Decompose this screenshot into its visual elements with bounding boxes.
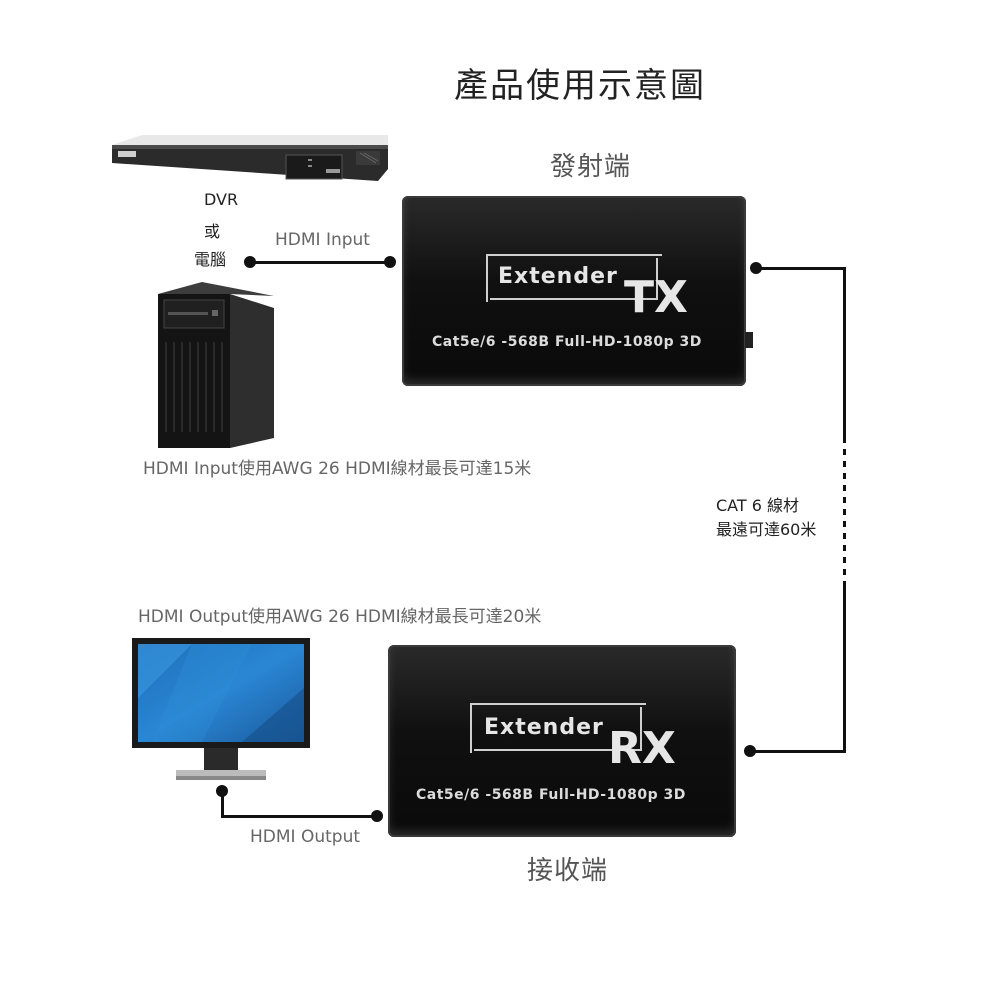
tx-side-label: 發射端	[550, 152, 632, 182]
cat-cable-upper	[843, 267, 846, 437]
cat-cable-tx-segment	[756, 267, 846, 270]
hdmi-input-note: HDMI Input使用AWG 26 HDMI線材最長可達15米	[143, 459, 532, 479]
rx-logo-frame-inner	[474, 707, 642, 751]
rx-spec-label: Cat5e/6 -568B Full-HD-1080p 3D	[416, 787, 686, 803]
rx-logo-frame	[470, 703, 646, 753]
rx-extender-device: Extender RX Cat5e/6 -568B Full-HD-1080p …	[388, 645, 736, 837]
hdmi-output-note: HDMI Output使用AWG 26 HDMI線材最長可達20米	[138, 607, 542, 627]
tx-logo-frame-inner	[490, 258, 658, 300]
rx-side-label: 接收端	[527, 856, 609, 886]
cat-cable-dashed	[843, 437, 846, 587]
cat-cable-rx-segment	[752, 750, 846, 753]
rx-brand-label: Extender	[484, 715, 604, 740]
dvr-image	[112, 135, 388, 187]
tx-side-button	[745, 332, 753, 348]
rx-model-label: RX	[608, 723, 676, 774]
tx-brand-label: Extender	[498, 264, 618, 289]
hdmi-output-label: HDMI Output	[250, 827, 361, 847]
tx-model-label: TX	[624, 272, 688, 323]
source-label-or: 或	[204, 222, 221, 241]
hdmi-input-label: HDMI Input	[275, 230, 370, 250]
hdmi-output-cable-horizontal	[221, 815, 377, 818]
tx-spec-label: Cat5e/6 -568B Full-HD-1080p 3D	[432, 334, 702, 350]
monitor-image	[132, 638, 312, 782]
tx-extender-device: Extender TX Cat5e/6 -568B Full-HD-1080p …	[402, 196, 746, 386]
page-title: 產品使用示意圖	[454, 66, 706, 106]
cat-cable-label-2: 最遠可達60米	[716, 520, 817, 539]
cat-cable-rx-dot	[744, 745, 756, 757]
hdmi-input-cable	[250, 261, 390, 264]
source-label-dvr: DVR	[204, 190, 239, 209]
hdmi-output-cable-vertical	[221, 790, 224, 818]
pc-tower-image	[158, 282, 274, 448]
hdmi-input-end-dot	[384, 256, 396, 268]
cat-cable-label-1: CAT 6 線材	[716, 496, 800, 515]
hdmi-output-end-dot	[371, 810, 383, 822]
source-label-pc: 電腦	[194, 250, 227, 269]
tx-logo-frame	[486, 254, 662, 302]
cat-cable-lower	[843, 587, 846, 753]
